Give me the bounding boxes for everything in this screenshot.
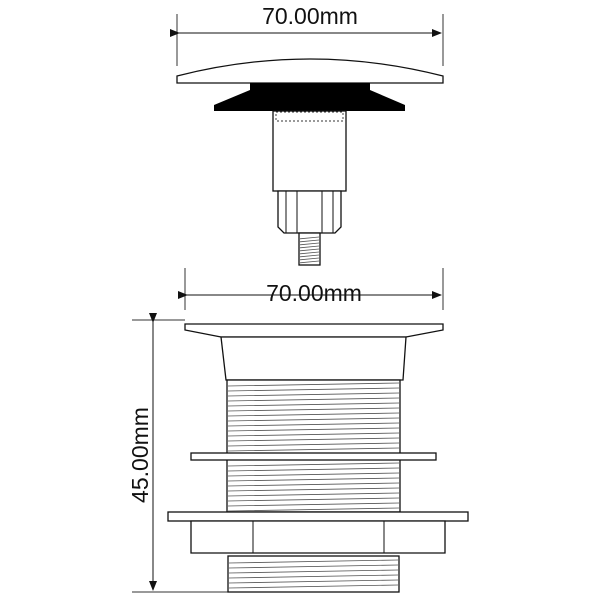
thread-line [299, 260, 320, 264]
thread-line [227, 427, 400, 432]
thread-line [227, 472, 400, 477]
rubber-seal [214, 83, 405, 111]
thread-line [227, 432, 400, 437]
thread-line [228, 564, 399, 569]
thread-line [227, 487, 400, 492]
thread-line [299, 236, 320, 240]
thread-line [227, 422, 400, 427]
thread-line [227, 387, 400, 392]
thread-line [299, 251, 320, 255]
thread-line [228, 584, 399, 589]
flange-washer [167, 511, 469, 522]
washer [190, 452, 437, 461]
thread-line [227, 502, 400, 507]
flange-width-dimension: 70.00mm [178, 268, 444, 310]
thread-line [227, 467, 400, 472]
thread-line [299, 245, 320, 249]
thread-line [227, 397, 400, 402]
thread-line [227, 482, 400, 487]
thread-line [227, 407, 400, 412]
thread-line [227, 412, 400, 417]
waste-body [167, 323, 469, 593]
thread-line [227, 497, 400, 502]
thread-line [227, 392, 400, 397]
thread-line [227, 492, 400, 497]
height-dimension: 45.00mm [127, 313, 230, 593]
thread-line [299, 242, 320, 246]
back-nut [190, 520, 446, 554]
thread-line [299, 248, 320, 252]
top-width-dimension: 70.00mm [170, 3, 444, 66]
thread-line [227, 477, 400, 482]
thread-line [299, 254, 320, 258]
plug-cap [176, 58, 444, 266]
thread-line [227, 417, 400, 422]
thread-line [227, 442, 400, 447]
top-width-label: 70.00mm [262, 3, 358, 29]
thread-line [228, 579, 399, 584]
thread-line [228, 569, 399, 574]
thread-line [227, 402, 400, 407]
thread-line [227, 382, 400, 387]
flange-width-label: 70.00mm [266, 280, 362, 306]
thread-line [227, 437, 400, 442]
thread-line [227, 447, 400, 452]
thread-line [227, 507, 400, 512]
thread-line [299, 239, 320, 243]
thread-line [228, 574, 399, 579]
thread-line [227, 462, 400, 467]
height-label: 45.00mm [127, 407, 153, 503]
thread-line [228, 559, 399, 564]
thread-line [299, 257, 320, 261]
